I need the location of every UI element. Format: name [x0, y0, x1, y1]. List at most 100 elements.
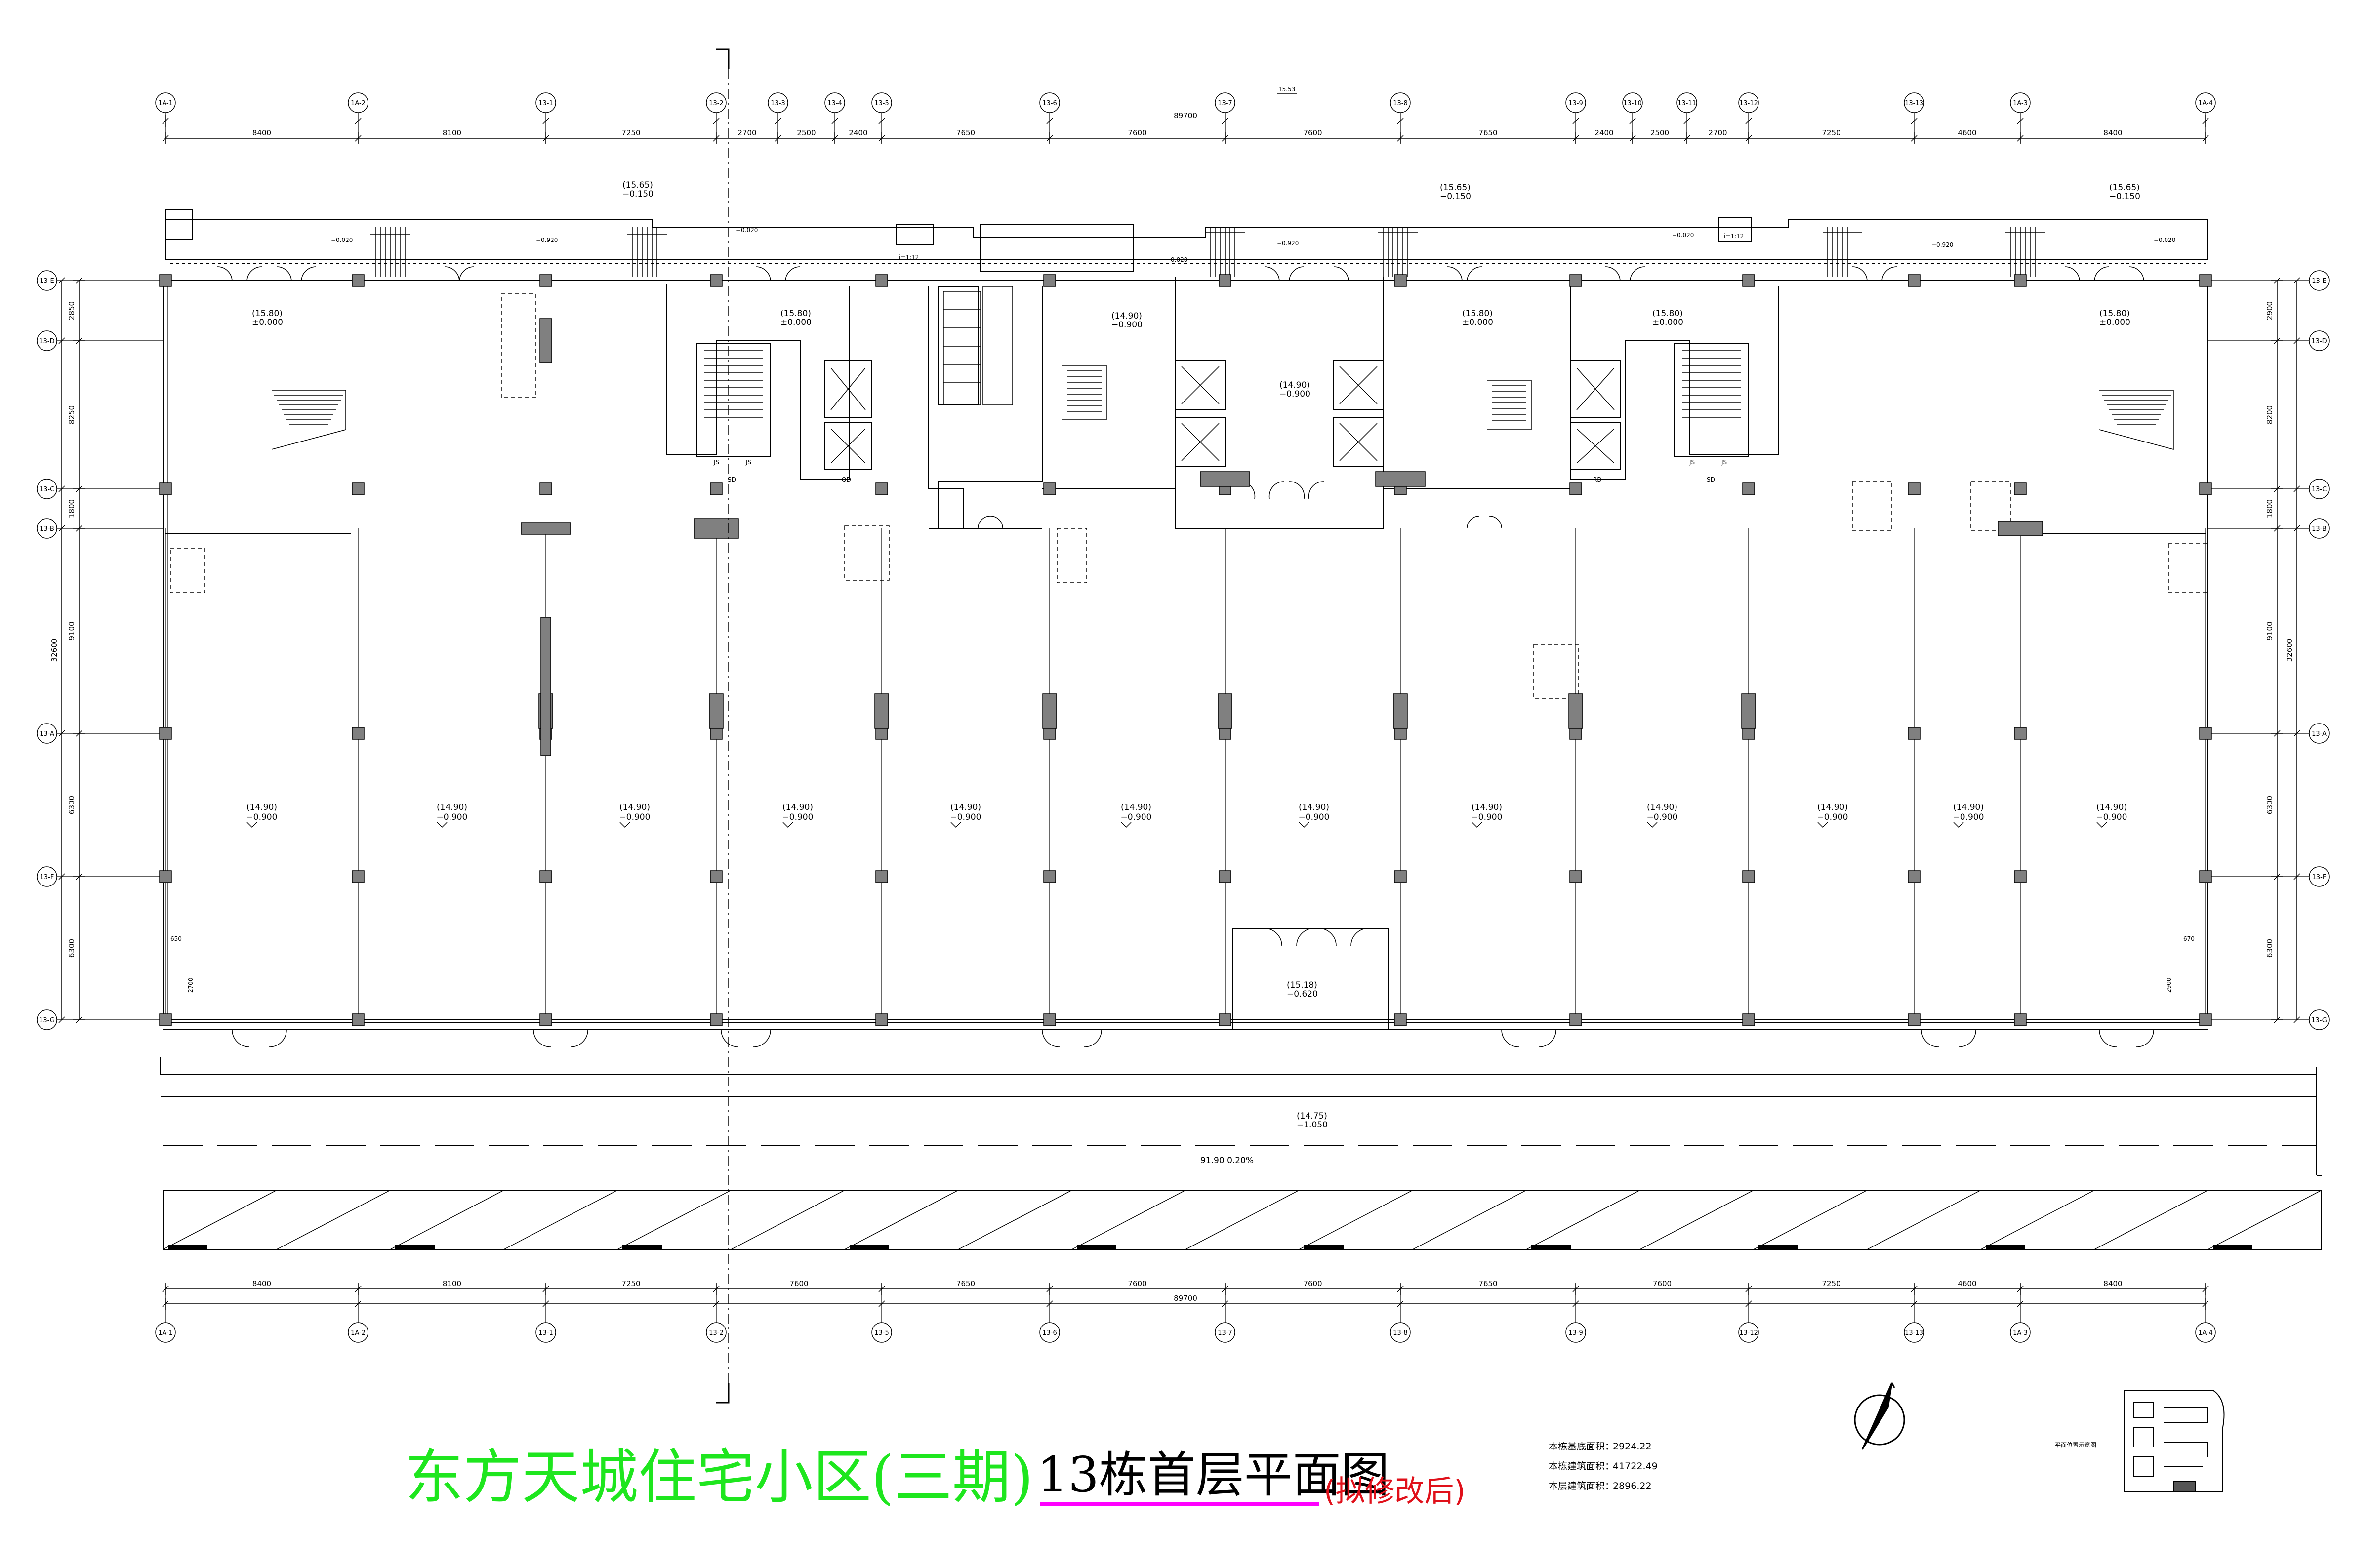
structural-column	[1741, 693, 1756, 729]
bottom-axis-bubble	[155, 1322, 176, 1343]
structural-column	[875, 727, 888, 740]
right-axis-label-5: 13-F	[2312, 874, 2327, 881]
elev-lobby-b-1: (15.80)	[780, 309, 811, 319]
shop-elev-b-3: −0.900	[782, 812, 814, 822]
top-axis-label-7: 13-6	[1042, 100, 1057, 107]
parking-stall-line	[503, 1190, 618, 1250]
elev-entry-1: (15.18)	[1287, 980, 1317, 990]
top-dim-9: 7650	[1478, 128, 1497, 137]
parking-stall-line	[1412, 1190, 1527, 1250]
core-mark-sd-right: SD	[1707, 476, 1715, 483]
elevation-labels: (15.65) −0.150 (15.65) −0.150 (15.65) −0…	[252, 180, 2140, 1166]
structural-column	[1043, 1013, 1056, 1026]
shop-elev-b-6: −0.900	[1299, 812, 1330, 822]
top-dim-13: 7250	[1822, 128, 1840, 137]
shop-elev-b-5: −0.900	[1121, 812, 1152, 822]
structural-column	[1043, 870, 1056, 883]
top-axis-label-3: 13-2	[709, 100, 724, 107]
left-axis-label-1: 13-D	[39, 338, 54, 345]
elevator-4	[1175, 417, 1226, 467]
canopy-band	[165, 219, 2208, 260]
structural-column	[1043, 274, 1056, 287]
parking-row	[163, 1190, 2322, 1250]
top-axis-bubble	[1565, 92, 1586, 113]
elev-lobby-d-2: ±0.000	[1652, 318, 1683, 327]
top-level-mark: 15.53	[1278, 86, 1295, 93]
stair-core-left	[696, 343, 771, 457]
top-axis-bubble	[348, 92, 368, 113]
elev-top-a-1: (15.65)	[622, 180, 653, 190]
left-axis-label-2: 13-C	[40, 486, 54, 493]
parking-stall-line	[1639, 1190, 1754, 1250]
structural-column	[159, 482, 172, 495]
shop-elev-b-1: −0.900	[437, 812, 468, 822]
area-label-2: 本栋建筑面积：	[1549, 1461, 1614, 1472]
top-dim-0: 8400	[252, 128, 271, 137]
right-dim-total: 32600	[2285, 639, 2294, 662]
bottom-axis-label-5: 13-6	[1042, 1329, 1057, 1337]
structural-column	[1043, 727, 1056, 740]
bottom-axis-label-3: 13-2	[709, 1329, 724, 1337]
structural-column	[2199, 482, 2212, 495]
structural-column	[1219, 727, 1231, 740]
top-axis-bubble	[1738, 92, 1759, 113]
structural-column	[1742, 870, 1755, 883]
core-mark-sd-left: SD	[728, 476, 736, 483]
shop-elev-a-5: (14.90)	[1121, 803, 1151, 812]
right-axis-label-3: 13-B	[2312, 525, 2327, 533]
parking-stall-line	[163, 1190, 277, 1250]
elev-lobby-b-2: ±0.000	[780, 318, 812, 327]
ramp-label-5: −0.020	[1166, 256, 1187, 263]
dim-small-2900: 2900	[2166, 977, 2172, 993]
shop-elev-b-9: −0.900	[1817, 812, 1848, 822]
structural-column	[352, 1013, 365, 1026]
slope-label-2: i=1:12	[1724, 233, 1744, 240]
top-dim-5: 2400	[849, 128, 867, 137]
bottom-dim-6: 7600	[1303, 1279, 1322, 1288]
left-dim-2: 1800	[67, 499, 76, 518]
top-dim-7: 7600	[1128, 128, 1146, 137]
elev-lobby-a-1: (15.80)	[252, 309, 283, 319]
site-map-caption: 平面位置示意图	[2055, 1441, 2096, 1448]
elev-top-a-2: −0.150	[622, 189, 654, 199]
structural-column	[2199, 274, 2212, 287]
top-axis-label-1: 1A-2	[351, 100, 366, 107]
right-axis-bubble	[2309, 518, 2330, 539]
bottom-axis-bubble	[2010, 1322, 2031, 1343]
top-dim-8: 7600	[1303, 128, 1322, 137]
shop-elev-a-9: (14.90)	[1817, 803, 1848, 812]
structural-column	[2014, 1013, 2027, 1026]
top-dim-total: 89700	[1174, 111, 1197, 120]
parking-stall-line	[1867, 1190, 1981, 1250]
top-axis-bubble	[824, 92, 845, 113]
elev-lobby-e-2: ±0.000	[2099, 318, 2130, 327]
structural-column	[710, 482, 723, 495]
parking-stall-line	[731, 1190, 845, 1250]
structural-column	[159, 727, 172, 740]
shop-elev-a-10: (14.90)	[1953, 803, 1984, 812]
bottom-axis-bubble	[706, 1322, 727, 1343]
bottom-axis-bubble	[1390, 1322, 1411, 1343]
ramp-labels: −0.020 −0.920 −0.020 −0.920 −0.020 −0.02…	[331, 227, 2175, 263]
bottom-axis-label-2: 13-1	[538, 1329, 553, 1337]
left-dim-3: 9100	[67, 621, 76, 640]
right-axis-label-1: 13-D	[2311, 338, 2327, 345]
structural-column	[1908, 274, 1921, 287]
left-axis-label-5: 13-F	[40, 874, 54, 881]
top-axis-bubble	[706, 92, 727, 113]
bottom-axis-label-7: 13-8	[1393, 1329, 1408, 1337]
structural-column	[2199, 727, 2212, 740]
structural-column	[1569, 482, 1582, 495]
shop-elev-b-11: −0.900	[2096, 812, 2127, 822]
structural-column	[352, 274, 365, 287]
shop-elev-a-8: (14.90)	[1647, 803, 1677, 812]
structural-column	[875, 870, 888, 883]
top-dim-12: 2700	[1708, 128, 1727, 137]
title-note: (拟修改后)	[1324, 1474, 1466, 1509]
left-axis-label-0: 13-E	[40, 278, 54, 285]
core-mark-js-3: JS	[1689, 459, 1695, 466]
bottom-axis-label-12: 1A-4	[2198, 1329, 2213, 1337]
bottom-dim-0: 8400	[252, 1279, 271, 1288]
structural-column	[540, 617, 551, 756]
bottom-axis-label-10: 13-13	[1905, 1329, 1923, 1337]
